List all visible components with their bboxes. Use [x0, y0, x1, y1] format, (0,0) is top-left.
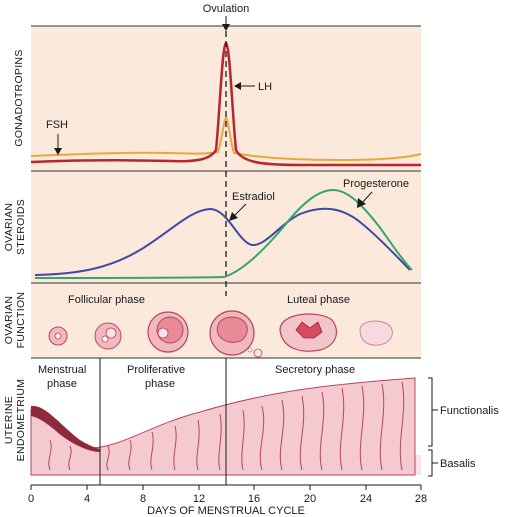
panel-label-uterine-2: ENDOMETRIUM	[15, 379, 27, 462]
follicle-ovulating	[209, 310, 263, 358]
x-tick-20: 20	[304, 493, 316, 505]
basalis-bracket	[428, 449, 433, 477]
basalis-label: Basalis	[440, 458, 476, 470]
panel-label-ovarian-function-2: FUNCTION	[15, 292, 27, 349]
secretory-phase-label: Secretory phase	[275, 364, 355, 376]
proliferative-phase-label-2: phase	[145, 378, 175, 390]
x-axis-label: DAYS OF MENSTRUAL CYCLE	[147, 505, 305, 517]
lh-label: LH	[258, 81, 272, 93]
progesterone-label: Progesterone	[343, 178, 409, 190]
x-tick-16: 16	[248, 493, 260, 505]
corpus-albicans	[359, 320, 393, 346]
progesterone-curve	[34, 188, 413, 279]
x-tick-24: 24	[360, 493, 372, 505]
corpus-luteum	[279, 313, 338, 352]
ovulation-label: Ovulation	[203, 3, 249, 15]
fsh-curve	[30, 116, 422, 162]
panel-label-gonadotropins: GONADOTROPINS	[13, 49, 25, 146]
fsh-arrowhead	[54, 148, 62, 155]
lh-arrowhead	[234, 82, 241, 90]
functionalis-bracket	[428, 377, 433, 447]
follicle-primary	[48, 326, 68, 346]
x-tick-28: 28	[415, 493, 427, 505]
menstrual-phase-label-2: phase	[47, 378, 77, 390]
x-tick-4: 4	[84, 493, 90, 505]
menstrual-shedding	[31, 405, 100, 452]
x-axis-ticks	[30, 485, 422, 490]
ovulation-arrowhead	[222, 24, 230, 31]
panel-label-ovarian-steroids-1: OVARIAN	[3, 203, 15, 252]
proliferative-phase-label-1: Proliferative	[127, 364, 185, 376]
x-tick-0: 0	[28, 493, 34, 505]
follicle-secondary	[94, 322, 122, 350]
functionalis-label: Functionalis	[440, 405, 499, 417]
follicle-antral	[147, 311, 189, 353]
fsh-label: FSH	[46, 119, 68, 131]
x-tick-12: 12	[193, 493, 205, 505]
estradiol-label: Estradiol	[232, 191, 275, 203]
follicular-phase-label: Follicular phase	[68, 294, 145, 306]
endometrial-glands	[48, 381, 405, 471]
x-tick-8: 8	[140, 493, 146, 505]
estradiol-curve	[34, 207, 411, 276]
menstrual-phase-label-1: Menstrual	[38, 364, 86, 376]
progesterone-arrowhead	[357, 198, 366, 208]
panel-gonadotropins	[31, 26, 421, 171]
panel-label-ovarian-steroids-2: STEROIDS	[15, 199, 27, 255]
estradiol-arrowhead	[229, 212, 238, 221]
panel-label-uterine-1: UTERINE	[3, 396, 15, 444]
luteal-phase-label: Luteal phase	[287, 294, 350, 306]
panel-label-ovarian-function-1: OVARIAN	[3, 296, 15, 345]
